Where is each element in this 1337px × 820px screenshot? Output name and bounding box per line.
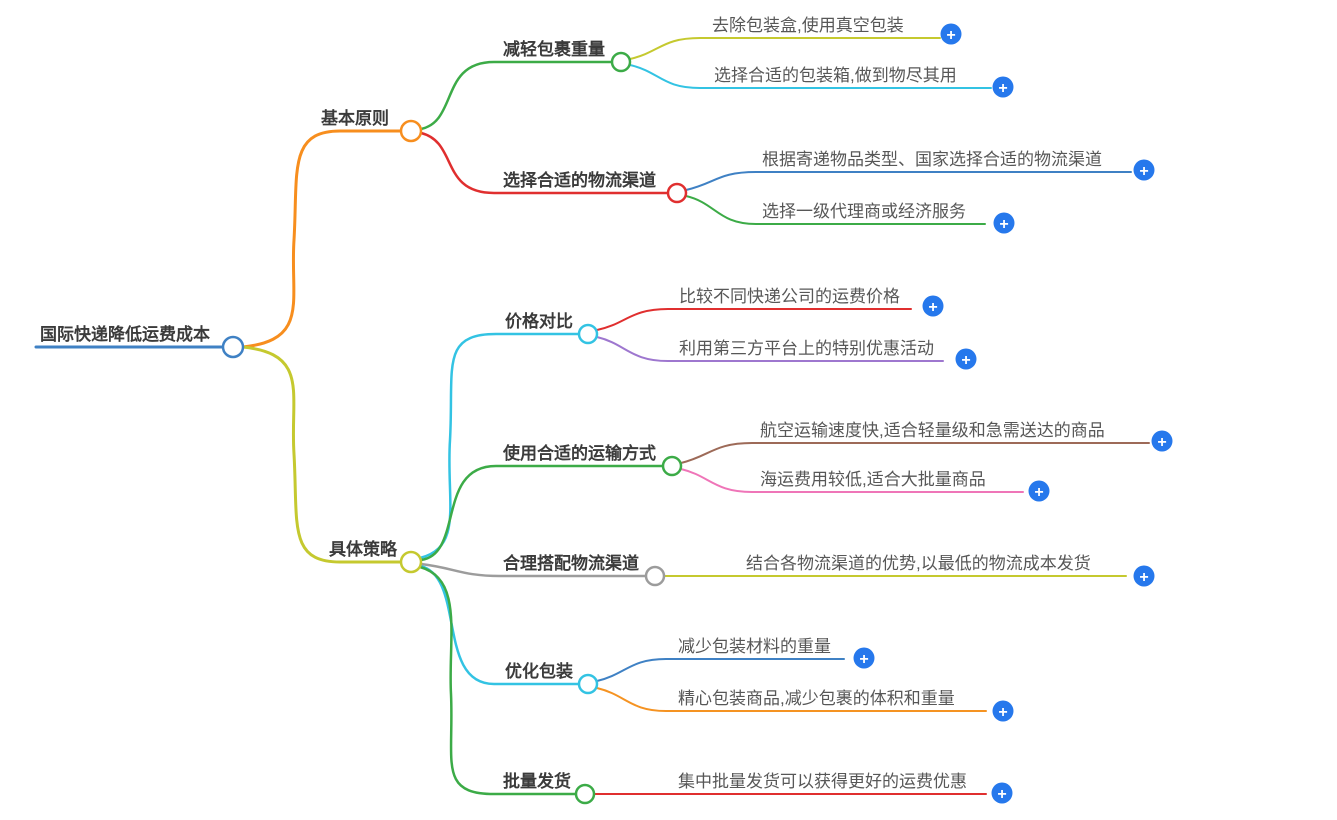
- node-label-basic-principles[interactable]: 基本原则: [321, 109, 389, 128]
- edge-to-leaf-vacuum-packaging: [629, 37, 941, 60]
- edge-to-leaf-suitable-box: [629, 64, 992, 89]
- node-label-reduce-package-weight[interactable]: 减轻包裹重量: [503, 40, 605, 59]
- edge-to-leaf-air-transport: [680, 442, 1150, 464]
- add-child-button[interactable]: +: [993, 212, 1015, 234]
- add-child-button[interactable]: +: [1028, 480, 1050, 502]
- edge-to-combine-channels: [419, 562, 648, 578]
- add-child-button[interactable]: +: [991, 782, 1013, 804]
- add-child-button[interactable]: +: [992, 76, 1014, 98]
- leaf-suitable-box[interactable]: 选择合适的包装箱,做到物尽其用: [714, 66, 957, 85]
- plus-icon: +: [928, 299, 937, 316]
- leaf-combine-advantages[interactable]: 结合各物流渠道的优势,以最低的物流成本发货: [746, 554, 1091, 573]
- plus-icon: +: [999, 216, 1008, 233]
- node-label-specific-strategies[interactable]: 具体策略: [329, 540, 397, 559]
- plus-icon: +: [961, 352, 970, 369]
- plus-icon: +: [1034, 484, 1043, 501]
- edge-to-reduce-package-weight: [419, 60, 614, 131]
- add-icon-circle: [922, 295, 944, 317]
- plus-icon: +: [1157, 434, 1166, 451]
- edge-to-transport-method: [419, 464, 665, 562]
- price-comparison-node-circle[interactable]: [577, 323, 599, 345]
- leaf-by-item-type[interactable]: 根据寄递物品类型、国家选择合适的物流渠道: [762, 150, 1102, 169]
- root-node-circle[interactable]: [221, 335, 245, 359]
- edge-to-choose-logistics-channel: [419, 131, 670, 195]
- specific-strategies-node-circle[interactable]: [399, 550, 423, 574]
- plus-icon: +: [946, 27, 955, 44]
- node-label-price-comparison[interactable]: 价格对比: [505, 312, 573, 331]
- edge-to-leaf-sea-transport: [680, 468, 1024, 493]
- plus-icon: +: [1139, 163, 1148, 180]
- add-icon-circle: [1133, 159, 1155, 181]
- add-icon-circle: [853, 647, 875, 669]
- add-child-button[interactable]: +: [1133, 565, 1155, 587]
- choose-logistics-channel-node-circle[interactable]: [666, 182, 688, 204]
- edge-to-leaf-careful-packaging: [596, 687, 987, 712]
- add-icon-circle: [1028, 480, 1050, 502]
- edge-root-to-specific-strategies: [241, 345, 403, 564]
- add-child-button[interactable]: +: [992, 700, 1014, 722]
- edge-to-leaf-reduce-material-weight: [596, 658, 845, 682]
- leaf-sea-transport[interactable]: 海运费用较低,适合大批量商品: [760, 470, 986, 489]
- edge-root-to-basic-principles: [241, 129, 403, 349]
- add-child-button[interactable]: +: [853, 647, 875, 669]
- add-icon-circle: [955, 348, 977, 370]
- plus-icon: +: [998, 80, 1007, 97]
- optimize-packaging-node-circle[interactable]: [577, 673, 599, 695]
- add-icon-circle: [940, 23, 962, 45]
- node-label-optimize-packaging[interactable]: 优化包装: [505, 662, 573, 681]
- add-child-button[interactable]: +: [1133, 159, 1155, 181]
- plus-icon: +: [998, 704, 1007, 721]
- add-child-button[interactable]: +: [940, 23, 962, 45]
- add-icon-circle: [1133, 565, 1155, 587]
- add-icon-circle: [992, 700, 1014, 722]
- add-icon-circle: [991, 782, 1013, 804]
- leaf-vacuum-packaging[interactable]: 去除包装盒,使用真空包装: [712, 16, 904, 35]
- plus-icon: +: [1139, 569, 1148, 586]
- node-label-combine-channels[interactable]: 合理搭配物流渠道: [503, 554, 639, 573]
- leaf-reduce-material-weight[interactable]: 减少包装材料的重量: [678, 637, 831, 656]
- edge-to-leaf-third-party-offers: [596, 336, 944, 362]
- node-label-batch-shipping[interactable]: 批量发货: [503, 772, 571, 791]
- root-label[interactable]: 国际快递降低运费成本: [40, 325, 210, 344]
- node-label-choose-logistics-channel[interactable]: 选择合适的物流渠道: [503, 171, 656, 190]
- add-icon-circle: [992, 76, 1014, 98]
- leaf-careful-packaging[interactable]: 精心包装商品,减少包裹的体积和重量: [678, 689, 955, 708]
- edge-to-leaf-compare-prices: [596, 308, 912, 331]
- reduce-package-weight-node-circle[interactable]: [610, 51, 632, 73]
- add-icon-circle: [993, 212, 1015, 234]
- leaf-third-party-offers[interactable]: 利用第三方平台上的特别优惠活动: [679, 339, 934, 358]
- plus-icon: +: [859, 651, 868, 668]
- edge-to-batch-shipping: [418, 565, 578, 796]
- combine-channels-node-circle[interactable]: [644, 565, 666, 587]
- basic-principles-node-circle[interactable]: [399, 119, 423, 143]
- add-icon-circle: [1151, 430, 1173, 452]
- add-child-button[interactable]: +: [955, 348, 977, 370]
- batch-shipping-node-circle[interactable]: [574, 783, 596, 805]
- edge-to-leaf-first-level-agent: [685, 195, 986, 225]
- add-child-button[interactable]: +: [922, 295, 944, 317]
- leaf-compare-prices[interactable]: 比较不同快递公司的运费价格: [679, 287, 900, 306]
- node-label-transport-method[interactable]: 使用合适的运输方式: [503, 444, 656, 463]
- edge-to-leaf-by-item-type: [685, 171, 1132, 191]
- leaf-first-level-agent[interactable]: 选择一级代理商或经济服务: [762, 202, 966, 221]
- transport-method-node-circle[interactable]: [661, 455, 683, 477]
- plus-icon: +: [997, 786, 1006, 803]
- leaf-bulk-discount[interactable]: 集中批量发货可以获得更好的运费优惠: [678, 772, 967, 791]
- leaf-air-transport[interactable]: 航空运输速度快,适合轻量级和急需送达的商品: [760, 421, 1105, 440]
- add-child-button[interactable]: +: [1151, 430, 1173, 452]
